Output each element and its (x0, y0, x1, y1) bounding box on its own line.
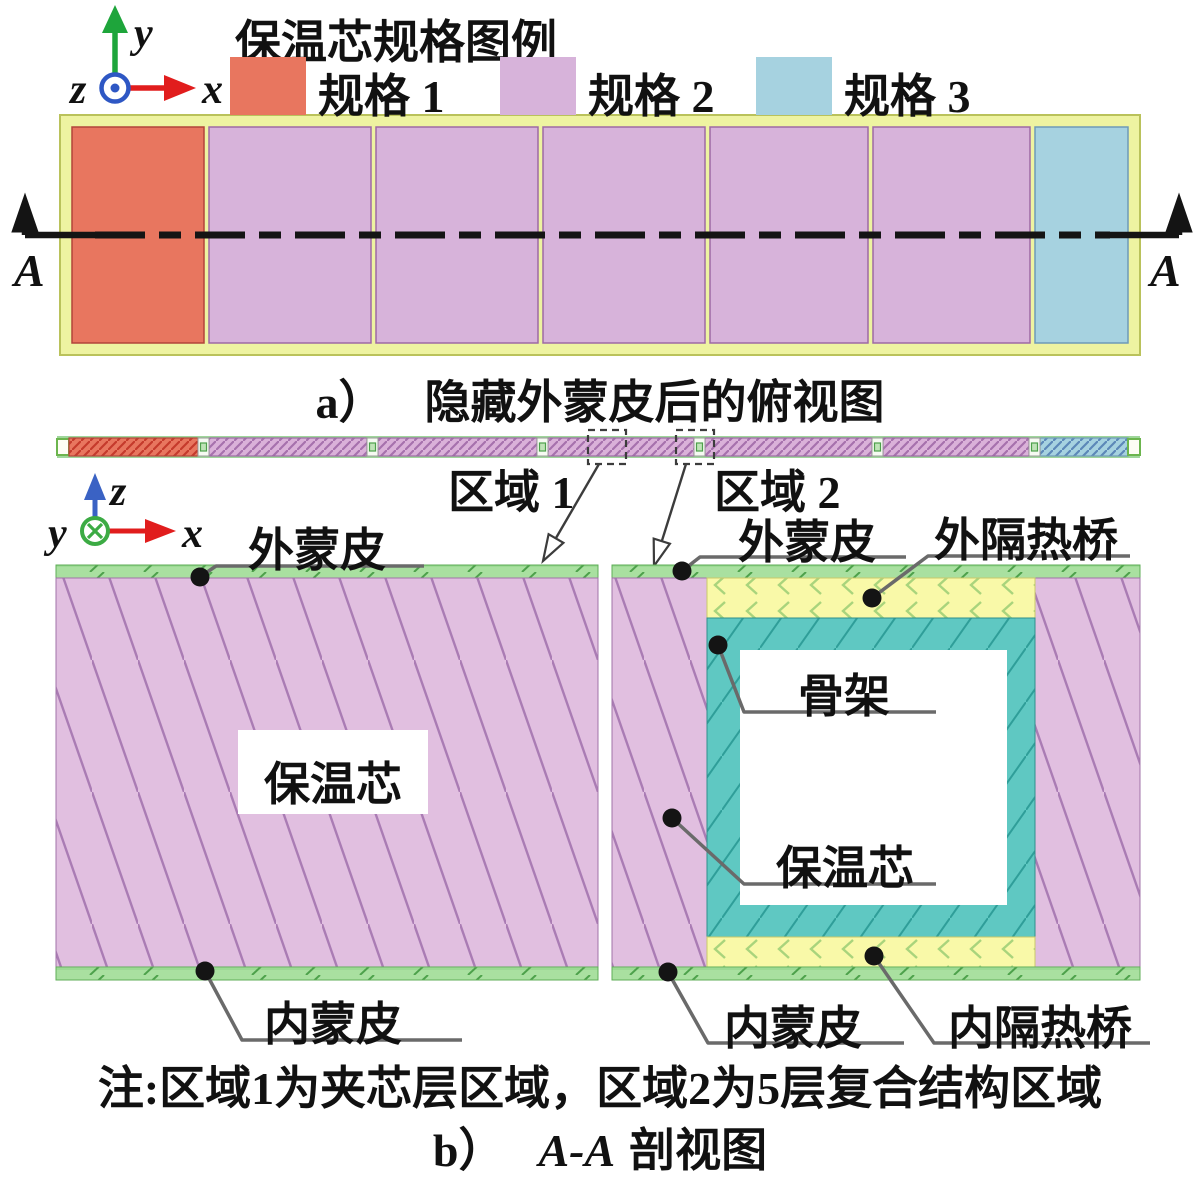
leader-dots (190, 561, 884, 982)
core-label-left: 保温芯 (264, 759, 402, 810)
core-label-right: 保温芯 (776, 843, 914, 894)
caption-a-prefix: a） (315, 377, 385, 428)
x-axis-arrow (145, 519, 176, 543)
figure-note: 注:区域1为夹芯层区域，区域2为5层复合结构区域 (97, 1063, 1103, 1114)
z-axis-label-section: z (110, 469, 127, 515)
outer-skin-label-right: 外蒙皮 (738, 517, 876, 568)
zone-callouts (541, 428, 716, 570)
x-axis-arrow (164, 75, 196, 101)
caption-b-prefix: b） (432, 1125, 505, 1176)
strip-joints (197, 437, 1041, 457)
inner-bridge-label: 内隔热桥 (948, 1003, 1132, 1054)
z-axis-label: z (70, 67, 87, 113)
section-strip (56, 436, 1141, 458)
legend-swatch-spec3 (756, 57, 832, 115)
x-axis-label-section: x (182, 511, 203, 557)
legend-label-spec2: 规格 2 (588, 71, 715, 122)
core-label-box (238, 730, 428, 814)
caption-a-text: 隐藏外蒙皮后的俯视图 (424, 377, 885, 428)
caption-b: b） A-A 剖视图 (0, 1114, 1200, 1180)
y-axis-arrow (102, 5, 128, 33)
x-axis-label: x (202, 67, 223, 113)
legend-label-spec3: 规格 3 (844, 71, 971, 122)
inner-skin-left (55, 966, 599, 981)
z-axis-arrow (84, 473, 106, 500)
section-marker-left: A (14, 245, 45, 296)
caption-b-text: 剖视图 (629, 1125, 768, 1176)
zone1-callout-box (586, 428, 628, 466)
core-right-left-column (611, 577, 708, 968)
zone1-arrowhead (541, 532, 566, 565)
section-cut-line (11, 192, 1193, 239)
legend-swatch-spec2 (500, 57, 576, 115)
cut-arrow-left (11, 192, 39, 233)
cut-arrow-right (1165, 192, 1193, 233)
zone2-label: 区域 2 (714, 467, 841, 518)
legend-label-spec1: 规格 1 (318, 71, 445, 122)
axes-section-view (80, 473, 176, 546)
outer-bridge-label: 外隔热桥 (934, 515, 1118, 566)
detail-right-panel (611, 564, 1141, 981)
zone1-label: 区域 1 (448, 467, 575, 518)
section-marker-right: A (1150, 245, 1181, 296)
inner-skin-label-right: 内蒙皮 (724, 1003, 862, 1054)
inner-skin-label-left: 内蒙皮 (264, 999, 402, 1050)
legend-swatch-spec1 (230, 57, 306, 115)
skeleton-cavity (740, 650, 1007, 905)
zone2-callout-box (674, 428, 716, 466)
caption-a: a） 隐藏外蒙皮后的俯视图 (0, 366, 1200, 432)
skeleton-label: 骨架 (798, 671, 890, 722)
axes-top-view (99, 5, 196, 104)
outer-skin-label-left: 外蒙皮 (248, 525, 386, 576)
y-axis-label-section: y (48, 511, 67, 557)
core-right-right-column (1034, 577, 1141, 968)
y-axis-label: y (134, 11, 153, 57)
inner-skin-right (611, 966, 1141, 981)
caption-b-view: A-A (538, 1125, 616, 1176)
zone2-arrowhead (652, 537, 672, 570)
